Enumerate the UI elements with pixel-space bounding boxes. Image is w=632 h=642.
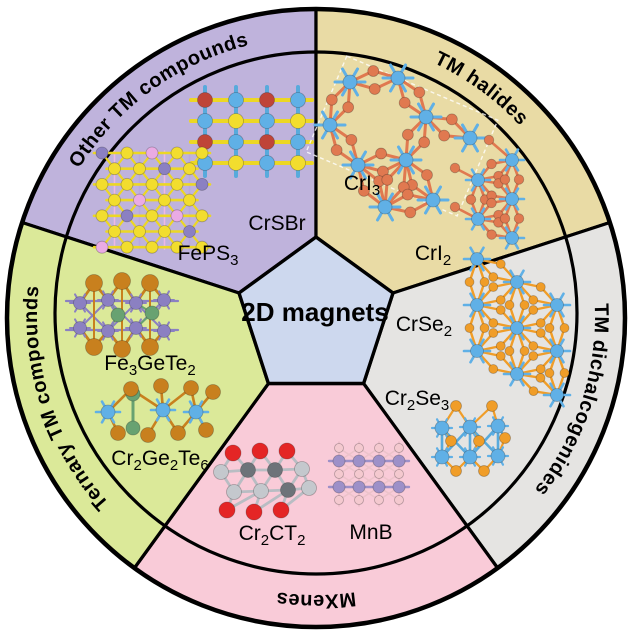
fe3gete2-structure <box>64 272 180 358</box>
crystal-structures <box>64 55 572 521</box>
ring-label-mxenes: MXenes <box>275 587 357 612</box>
cr2se3-structure <box>430 400 511 477</box>
label-cr2ct2: Cr2CT2 <box>239 522 306 549</box>
center-pentagon <box>237 235 395 386</box>
label-fe3gete2: Fe3GeTe2 <box>104 352 195 379</box>
label-crsbr: CrSBr <box>248 212 305 235</box>
label-cri2: CrI2 <box>415 242 451 269</box>
label-cr2se3: Cr2Se3 <box>385 387 450 414</box>
cr2ct2-structure <box>213 442 317 521</box>
compound-labels: CrSBr FePS3 CrI3 CrI2 CrSe2 Cr2Se3 Cr2CT… <box>104 172 452 549</box>
cri3-structure <box>305 55 499 222</box>
cri2-structure <box>449 134 526 250</box>
crse2-structure <box>462 246 572 408</box>
label-feps3: FePS3 <box>178 242 239 269</box>
outer-circle <box>4 6 628 630</box>
label-cr2ge2te6: Cr2Ge2Te6 <box>111 447 208 474</box>
feps3-structure <box>92 146 212 254</box>
label-ring-inner-circle <box>53 50 579 576</box>
label-mnb: MnB <box>349 521 392 544</box>
cr2ge2te6-structure <box>94 378 221 443</box>
center-title: 2D magnets <box>241 297 388 327</box>
crsbr-structure <box>189 85 314 178</box>
label-cri3: CrI3 <box>344 172 380 199</box>
mnb-structure <box>327 441 411 507</box>
label-crse2: CrSe2 <box>396 313 452 340</box>
